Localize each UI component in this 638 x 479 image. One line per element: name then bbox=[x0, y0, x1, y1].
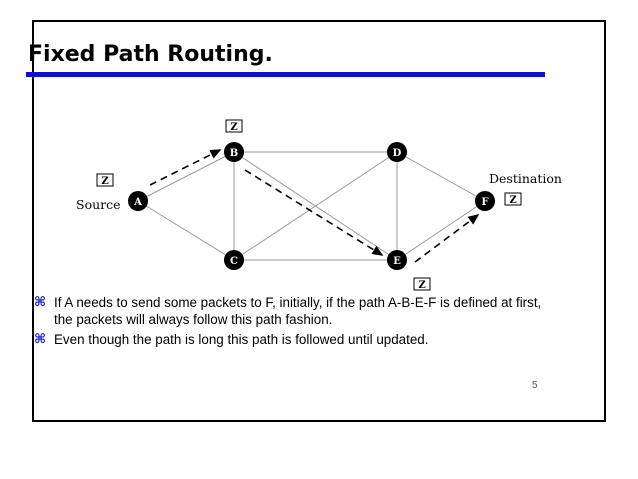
destination-label: Destination bbox=[489, 171, 562, 186]
svg-text:C: C bbox=[230, 256, 238, 267]
network-nodes: A B C D E F bbox=[128, 142, 495, 270]
node-a: A bbox=[128, 191, 148, 211]
svg-text:E: E bbox=[393, 256, 401, 267]
link-a-c bbox=[137, 200, 235, 261]
svg-text:A: A bbox=[133, 197, 142, 208]
network-links bbox=[137, 151, 486, 261]
fixed-path-arrows bbox=[149, 149, 480, 263]
link-a-b bbox=[137, 151, 235, 202]
packet-z-near-a: Z bbox=[96, 173, 114, 187]
svg-text:Z: Z bbox=[230, 122, 237, 133]
bullet-list: ⌘ If A needs to send some packets to F, … bbox=[34, 294, 554, 351]
svg-text:Z: Z bbox=[418, 280, 425, 291]
node-f: F bbox=[475, 191, 495, 211]
packet-z-near-b: Z bbox=[225, 119, 243, 133]
source-label: Source bbox=[76, 197, 121, 212]
bullet-text: If A needs to send some packets to F, in… bbox=[54, 295, 542, 327]
bullet-text: Even though the path is long this path i… bbox=[54, 332, 429, 347]
node-e: E bbox=[387, 250, 407, 270]
packet-z-near-e: Z bbox=[413, 277, 431, 291]
title-underline bbox=[26, 72, 545, 77]
svg-text:B: B bbox=[230, 148, 238, 159]
link-d-f bbox=[396, 151, 486, 202]
node-b: B bbox=[224, 142, 244, 162]
slide-frame bbox=[32, 20, 606, 422]
path-arrow-a-b bbox=[149, 149, 222, 186]
slide-title: Fixed Path Routing. bbox=[28, 42, 273, 67]
bullet-item: ⌘ Even though the path is long this path… bbox=[34, 331, 554, 348]
node-d: D bbox=[387, 142, 407, 162]
page-number: 5 bbox=[532, 380, 538, 391]
svg-text:F: F bbox=[481, 197, 488, 208]
path-arrow-e-f bbox=[414, 214, 480, 263]
packet-z-boxes: Z Z Z Z bbox=[96, 119, 522, 291]
packet-z-near-f: Z bbox=[504, 192, 522, 206]
svg-text:D: D bbox=[393, 148, 402, 159]
command-key-icon: ⌘ bbox=[34, 295, 47, 310]
link-e-f bbox=[396, 200, 486, 261]
command-key-icon: ⌘ bbox=[34, 332, 47, 347]
path-arrow-b-e bbox=[244, 169, 384, 256]
svg-text:Z: Z bbox=[509, 195, 516, 206]
bullet-item: ⌘ If A needs to send some packets to F, … bbox=[34, 294, 554, 328]
link-c-d bbox=[233, 151, 398, 261]
node-c: C bbox=[224, 250, 244, 270]
svg-text:Z: Z bbox=[101, 176, 108, 187]
